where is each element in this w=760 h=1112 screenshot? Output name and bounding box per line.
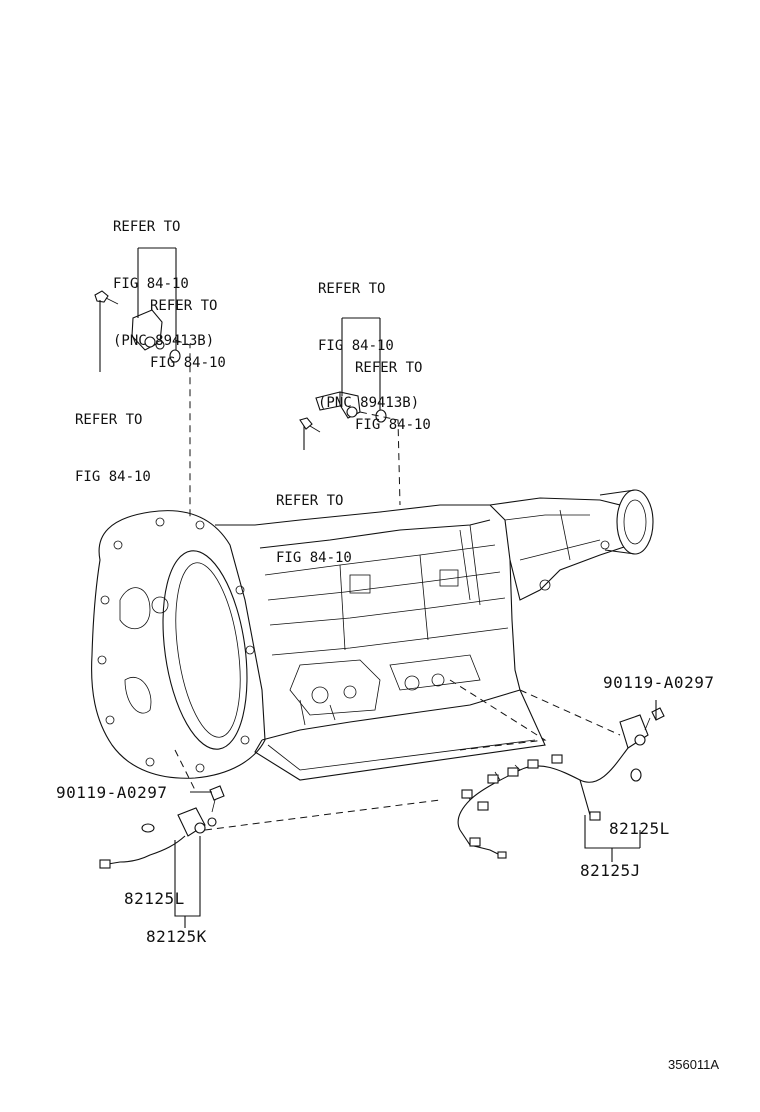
- speed-sensor-upper-center: [299, 317, 401, 506]
- callout-line: REFER TO: [150, 298, 218, 314]
- speed-sensor-harness-right: [449, 679, 665, 862]
- callout-line: (PNC 89413B): [113, 333, 215, 349]
- part-number-sensor-left: 82125L: [124, 889, 185, 908]
- callout-refer-fig-oring-upper-left: REFER TO FIG 84-10: [150, 259, 226, 392]
- speed-sensor-upper-left: [94, 247, 191, 520]
- callout-line: REFER TO: [75, 412, 143, 428]
- callout-refer-fig-bolt-center: REFER TO FIG 84-10: [276, 454, 352, 587]
- callout-line: (PNC 89413B): [318, 395, 420, 411]
- diagram-reference-number: 356011A: [668, 1057, 720, 1072]
- callout-line: FIG 84-10: [276, 550, 352, 566]
- callout-line: FIG 84-10: [355, 417, 431, 433]
- callout-line: FIG 84-10: [150, 355, 226, 371]
- callout-line: REFER TO: [113, 219, 181, 235]
- callout-line: FIG 84-10: [75, 469, 151, 485]
- part-number-harness-right: 82125J: [580, 861, 641, 880]
- callout-line: FIG 84-10: [318, 338, 394, 354]
- speed-sensor-harness-left: [99, 749, 441, 928]
- part-number-harness-left: 82125K: [146, 927, 207, 946]
- callout-refer-fig-oring-center: REFER TO FIG 84-10: [355, 321, 431, 454]
- callout-line: REFER TO: [276, 493, 344, 509]
- callout-line: REFER TO: [318, 281, 386, 297]
- callout-line: REFER TO: [355, 360, 423, 376]
- callout-refer-fig-bolt-upper-left: REFER TO FIG 84-10: [75, 373, 151, 506]
- transmission-assembly: [91, 489, 654, 781]
- part-number-bolt-right: 90119-A0297: [603, 673, 715, 692]
- part-number-sensor-right: 82125L: [609, 819, 670, 838]
- callout-refer-fig-pnc-upper-left: REFER TO FIG 84-10 (PNC 89413B): [113, 180, 214, 370]
- callout-line: FIG 84-10: [113, 276, 189, 292]
- part-number-bolt-left: 90119-A0297: [56, 783, 168, 802]
- callout-refer-fig-pnc-center: REFER TO FIG 84-10 (PNC 89413B): [318, 242, 419, 432]
